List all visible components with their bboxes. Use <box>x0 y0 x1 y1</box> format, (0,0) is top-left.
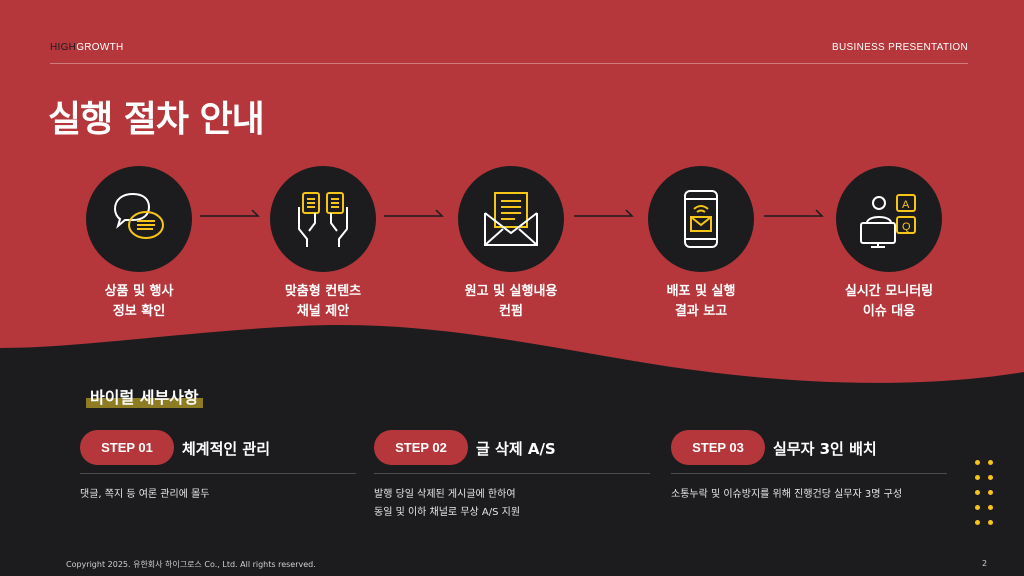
arrow-right-icon <box>384 209 444 217</box>
step-3-circle <box>458 166 564 272</box>
hands-holding-documents-icon <box>298 192 348 247</box>
step-4-circle <box>648 166 754 272</box>
arrow-right-icon <box>574 209 634 217</box>
step-2-circle <box>270 166 376 272</box>
phone-message-icon <box>684 190 718 248</box>
card-divider <box>374 473 650 474</box>
card-description: 댓글, 쪽지 등 여론 관리에 몰두 <box>80 489 210 500</box>
step-5-circle: A Q <box>836 166 942 272</box>
footer-copyright: Copyright 2025. 유한회사 하이그로스 Co., Ltd. All… <box>66 560 316 569</box>
card-heading: 실무자 3인 배치 <box>773 440 877 458</box>
card-heading: 글 삭제 A/S <box>476 440 556 458</box>
chat-bubbles-icon <box>113 192 164 239</box>
decorative-dots <box>975 460 1001 525</box>
card-description: 소통누락 및 이슈방지를 위해 진행건당 실무자 3명 구성 <box>671 489 903 500</box>
section-title: 바이럴 세부사항 <box>86 384 203 408</box>
header-bar: HIGHGROWTH BUSINESS PRESENTATION <box>50 42 968 64</box>
step-1-circle <box>86 166 192 272</box>
arrow-right-icon <box>200 209 260 217</box>
arrow-right-icon <box>764 209 824 217</box>
card-heading: 체계적인 관리 <box>182 440 271 458</box>
page-title: 실행 절차 안내 <box>48 99 265 140</box>
page-number: 2 <box>982 559 988 568</box>
support-qa-icon: A Q <box>860 194 916 248</box>
card-divider <box>671 473 947 474</box>
card-divider <box>80 473 356 474</box>
step-badge: STEP 01 <box>80 430 174 465</box>
step-badge: STEP 03 <box>671 430 765 465</box>
open-envelope-letter-icon <box>484 192 538 246</box>
svg-text:A: A <box>902 199 910 211</box>
brand-logo: HIGHGROWTH <box>50 42 124 53</box>
header-right-label: BUSINESS PRESENTATION <box>832 42 968 53</box>
step-badge: STEP 02 <box>374 430 468 465</box>
svg-text:Q: Q <box>902 221 911 233</box>
